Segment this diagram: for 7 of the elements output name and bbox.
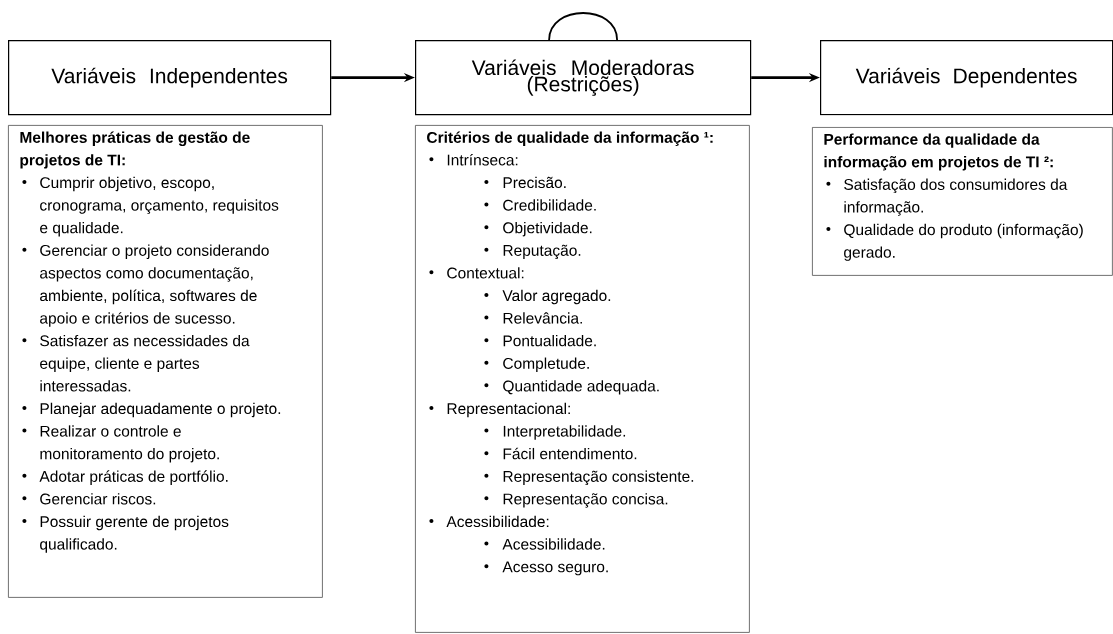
header-box: Variáveis Independentes bbox=[8, 40, 332, 116]
list-box: Critérios de qualidade da informação ¹: Intrínseca: Precisão. Credibilidade. Objetividade. Reputação. Contextual: Valor agregado. Relevância. Pontualidade. Completude. Quantidade adequada. Representacional: Interpretabilidade. Fácil entendimento. Representação consistente. Representação concisa. Acessibilidade: Acessibilidade. Acesso seguro. bbox=[415, 125, 750, 633]
header-box: Variáveis Moderadoras (Restrições) bbox=[415, 40, 752, 116]
header-box: Variáveis Dependentes bbox=[820, 40, 1113, 116]
list-box: Melhores práticas de gestão de projetos de TI: Cumprir objetivo, escopo, cronograma, orçamento, requisitos e qualidade. Gerenciar o projeto considerando aspectos como documentação, ambiente, política, softwares de apoio e critérios de sucesso. Satisfazer as necessidades da equipe, cliente e partes interessadas. Planejar adequadamente o projeto. Realizar o controle e monitoramento do projeto. Adotar práticas de portfólio. Gerenciar riscos. Possuir gerente de projetos qualificado. bbox=[8, 125, 323, 598]
list-box: Performance da qualidade da informação em projetos de TI ²: Satisfação dos consumidores da informação. Qualidade do produto (informação) gerado. bbox=[812, 127, 1113, 276]
loop-arc bbox=[548, 12, 618, 41]
